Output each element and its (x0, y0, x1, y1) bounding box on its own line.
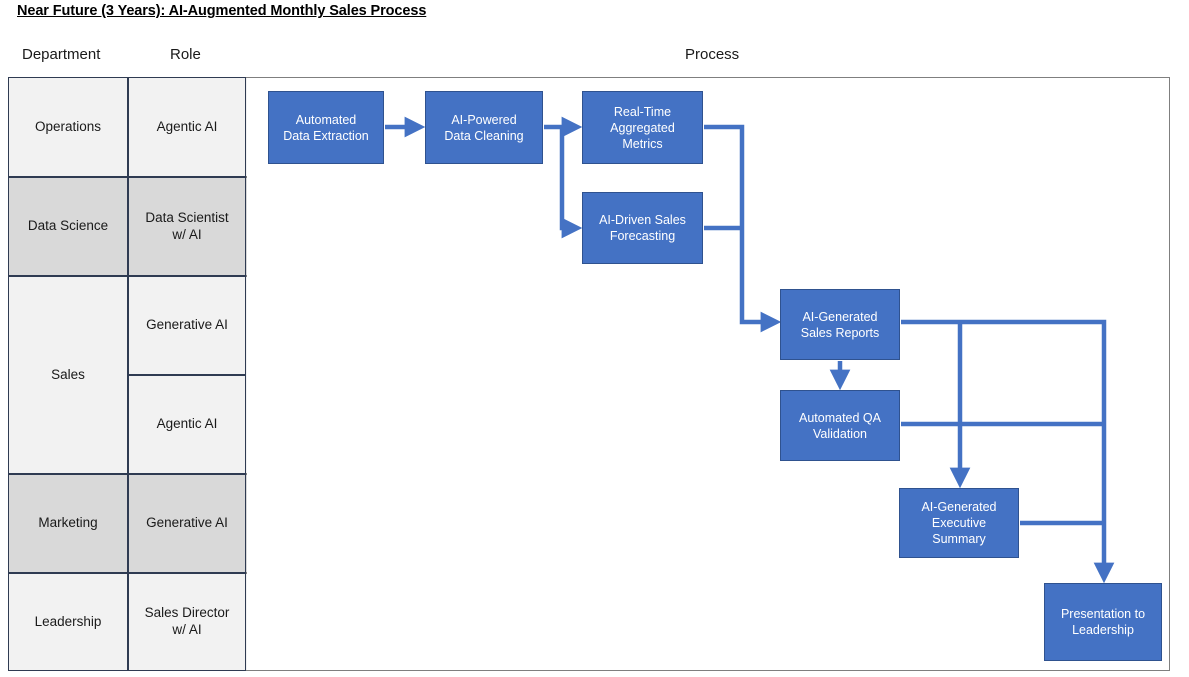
column-header-department: Department (22, 46, 101, 63)
cell-department-marketing: Marketing (8, 474, 128, 573)
page-title: Near Future (3 Years): AI-Augmented Mont… (17, 3, 427, 19)
edge-metrics-to-sales-reports (704, 124, 782, 333)
cell-role-sales-generative-ai: Generative AI (128, 276, 246, 375)
cell-department-leadership: Leadership (8, 573, 128, 671)
node-ai-powered-data-cleaning[interactable]: AI-Powered Data Cleaning (425, 91, 543, 164)
node-real-time-aggregated-metrics[interactable]: Real-Time Aggregated Metrics (582, 91, 703, 164)
cell-department-sales: Sales (8, 276, 128, 474)
cell-role-leadership: Sales Director w/ AI (128, 573, 246, 671)
node-automated-data-extraction[interactable]: Automated Data Extraction (268, 91, 384, 164)
column-header-role: Role (170, 46, 201, 63)
swimlane-grid: Operations Data Science Sales Marketing … (8, 77, 1170, 671)
cell-department-operations: Operations (8, 77, 128, 177)
node-ai-generated-executive-summary[interactable]: AI-Generated Executive Summary (899, 488, 1019, 558)
node-ai-generated-sales-reports[interactable]: AI-Generated Sales Reports (780, 289, 900, 360)
node-automated-qa-validation[interactable]: Automated QA Validation (780, 390, 900, 461)
edge-cleaning-to-forecasting (559, 127, 583, 239)
process-area-background (247, 78, 1169, 670)
column-header-process: Process (685, 46, 740, 63)
cell-role-operations: Agentic AI (128, 77, 246, 177)
cell-role-marketing: Generative AI (128, 474, 246, 573)
node-ai-driven-sales-forecasting[interactable]: AI-Driven Sales Forecasting (582, 192, 703, 264)
cell-role-data-science: Data Scientist w/ AI (128, 177, 246, 276)
cell-department-data-science: Data Science (8, 177, 128, 276)
node-presentation-to-leadership[interactable]: Presentation to Leadership (1044, 583, 1162, 661)
cell-role-sales-agentic-ai: Agentic AI (128, 375, 246, 474)
edge-sales-reports-to-presentation (901, 319, 1115, 584)
